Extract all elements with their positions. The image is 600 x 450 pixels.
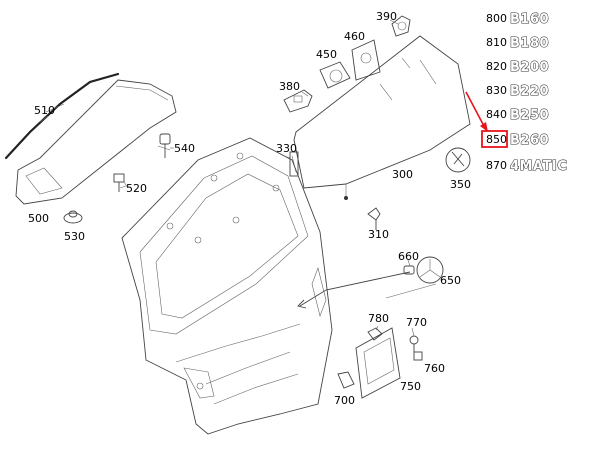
tailgate-shell <box>121 137 333 435</box>
badge-code: 800 <box>486 12 507 25</box>
callout-350: 350 <box>450 178 471 191</box>
badge-code: 830 <box>486 84 507 97</box>
bolt-540 <box>159 133 174 158</box>
badge-code: 820 <box>486 60 507 73</box>
badge-row-840: 840 B250 <box>486 107 549 123</box>
badge-label: B260 <box>510 133 549 148</box>
callout-450: 450 <box>316 48 337 61</box>
clip-660 <box>403 265 415 275</box>
badge-label: B180 <box>510 36 549 51</box>
callout-750: 750 <box>400 380 421 393</box>
badge-code: 870 <box>486 159 507 172</box>
badge-row-830: 830 B220 <box>486 83 549 99</box>
badge-label: B200 <box>510 60 549 75</box>
grommet-530 <box>63 210 83 224</box>
callout-520: 520 <box>126 182 147 195</box>
emblem-650 <box>416 256 444 284</box>
badge-row-820: 820 B200 <box>486 59 549 75</box>
callout-650: 650 <box>440 274 461 287</box>
stud-310 <box>367 207 381 230</box>
callout-660: 660 <box>398 250 419 263</box>
badge-code: 840 <box>486 108 507 121</box>
arrow-650 <box>299 271 411 307</box>
highlight-arrow <box>465 91 486 129</box>
callout-700: 700 <box>334 394 355 407</box>
callout-760: 760 <box>424 362 445 375</box>
callout-310: 310 <box>368 228 389 241</box>
highlight-arrowhead <box>480 122 488 132</box>
badge-row-810: 810 B180 <box>486 35 549 51</box>
spoiler-500 <box>15 79 177 205</box>
callout-510: 510 <box>34 104 55 117</box>
badge-row-800: 800 B160 <box>486 11 549 27</box>
clip-520 <box>113 173 129 192</box>
badge-label: B160 <box>510 12 549 27</box>
lamp-700 <box>337 371 355 389</box>
screw-770 <box>409 335 419 352</box>
badge-label: 4MATIC <box>510 159 567 174</box>
bracket-380 <box>283 89 313 113</box>
badge-label: B250 <box>510 108 549 123</box>
plate-holder-750 <box>355 327 401 399</box>
badge-label: B220 <box>510 84 549 99</box>
badge-row-850: 850 B260 <box>481 130 549 149</box>
callout-330: 330 <box>276 142 297 155</box>
panel-460 <box>351 39 381 81</box>
callout-540: 540 <box>174 142 195 155</box>
callout-300: 300 <box>392 168 413 181</box>
callout-390: 390 <box>376 10 397 23</box>
badge-code: 850 <box>486 133 507 146</box>
callout-770: 770 <box>406 316 427 329</box>
badge-code: 810 <box>486 36 507 49</box>
plug-760 <box>413 351 423 361</box>
callout-530: 530 <box>64 230 85 243</box>
rear-window-300 <box>293 35 471 200</box>
callout-500: 500 <box>28 212 49 225</box>
leader-lines <box>45 19 437 337</box>
callout-380: 380 <box>279 80 300 93</box>
seal-510 <box>4 72 120 160</box>
callout-460: 460 <box>344 30 365 43</box>
badge-row-870: 870 4MATIC <box>486 158 567 174</box>
badge-list: 800 B160 810 B180 820 B200 830 B220 840 … <box>481 11 567 175</box>
callout-780: 780 <box>368 312 389 325</box>
latch-780 <box>367 327 383 341</box>
wiper-motor-390 <box>391 15 411 37</box>
highlight-box <box>481 130 508 148</box>
cover-450 <box>319 61 351 89</box>
wrench-350 <box>445 147 471 173</box>
